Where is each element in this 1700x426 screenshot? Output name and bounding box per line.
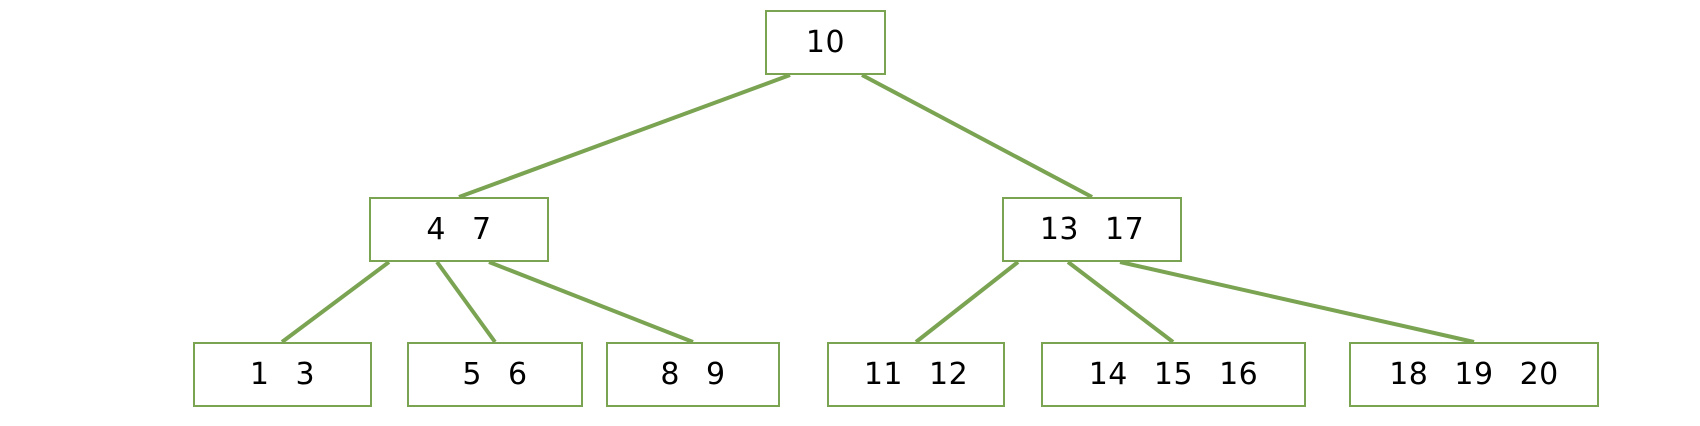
tree-edge-internal-left-to-leaf-1 [280,260,391,344]
node-keys: 11 12 [863,356,969,392]
node-keys: 10 [805,24,846,60]
node-keys: 18 19 20 [1389,356,1559,392]
node-key: 9 [706,356,726,392]
node-key: 8 [660,356,680,392]
node-key: 6 [508,356,528,392]
node-key: 13 [1039,211,1079,247]
tree-edge-root-to-internal-right [861,73,1093,199]
node-key: 17 [1105,211,1145,247]
tree-node-leaf-5[interactable]: 14 15 16 [1041,342,1306,407]
tree-node-internal-right[interactable]: 13 17 [1002,197,1182,262]
node-key: 3 [295,356,316,392]
tree-node-root[interactable]: 10 [765,10,886,75]
node-key: 1 [249,356,270,392]
tree-edge-internal-right-to-leaf-5 [1066,260,1175,344]
node-key: 5 [462,356,482,392]
node-key: 15 [1153,356,1194,392]
tree-node-leaf-4[interactable]: 11 12 [827,342,1005,407]
tree-edge-internal-left-to-leaf-3 [488,260,694,344]
node-keys: 13 17 [1039,211,1145,247]
node-key: 16 [1219,356,1259,392]
tree-edge-root-to-internal-left [458,73,791,199]
node-key: 18 [1389,356,1429,392]
tree-edge-internal-right-to-leaf-6 [1119,260,1475,344]
node-keys: 14 15 16 [1088,356,1259,392]
node-key: 12 [929,356,969,392]
node-key: 4 [426,211,446,247]
tree-edge-internal-left-to-leaf-2 [435,260,497,344]
node-key: 19 [1454,356,1494,392]
tree-node-leaf-6[interactable]: 18 19 20 [1349,342,1599,407]
node-key: 14 [1088,356,1128,392]
node-key: 11 [863,356,903,392]
tree-edge-internal-right-to-leaf-4 [914,260,1020,344]
node-key: 7 [472,211,492,247]
node-key: 10 [805,24,846,60]
node-key: 20 [1519,356,1559,392]
